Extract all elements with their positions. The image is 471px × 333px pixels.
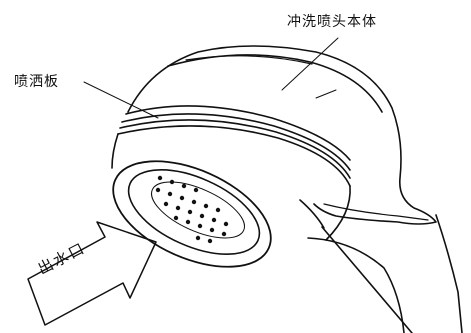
- leader-line-body: [281, 37, 339, 91]
- spray-plate-label: 喷洒板: [14, 74, 59, 90]
- spray-plate-rings: [111, 105, 351, 241]
- outlet-arrow: [27, 221, 157, 326]
- handle-tube: [299, 199, 463, 333]
- nozzle-body: [127, 45, 437, 225]
- outlet-face: [112, 160, 272, 268]
- leader-line-plate: [83, 81, 159, 119]
- spray-holes: [155, 175, 229, 244]
- nozzle-body-label: 冲洗喷头本体: [287, 14, 377, 30]
